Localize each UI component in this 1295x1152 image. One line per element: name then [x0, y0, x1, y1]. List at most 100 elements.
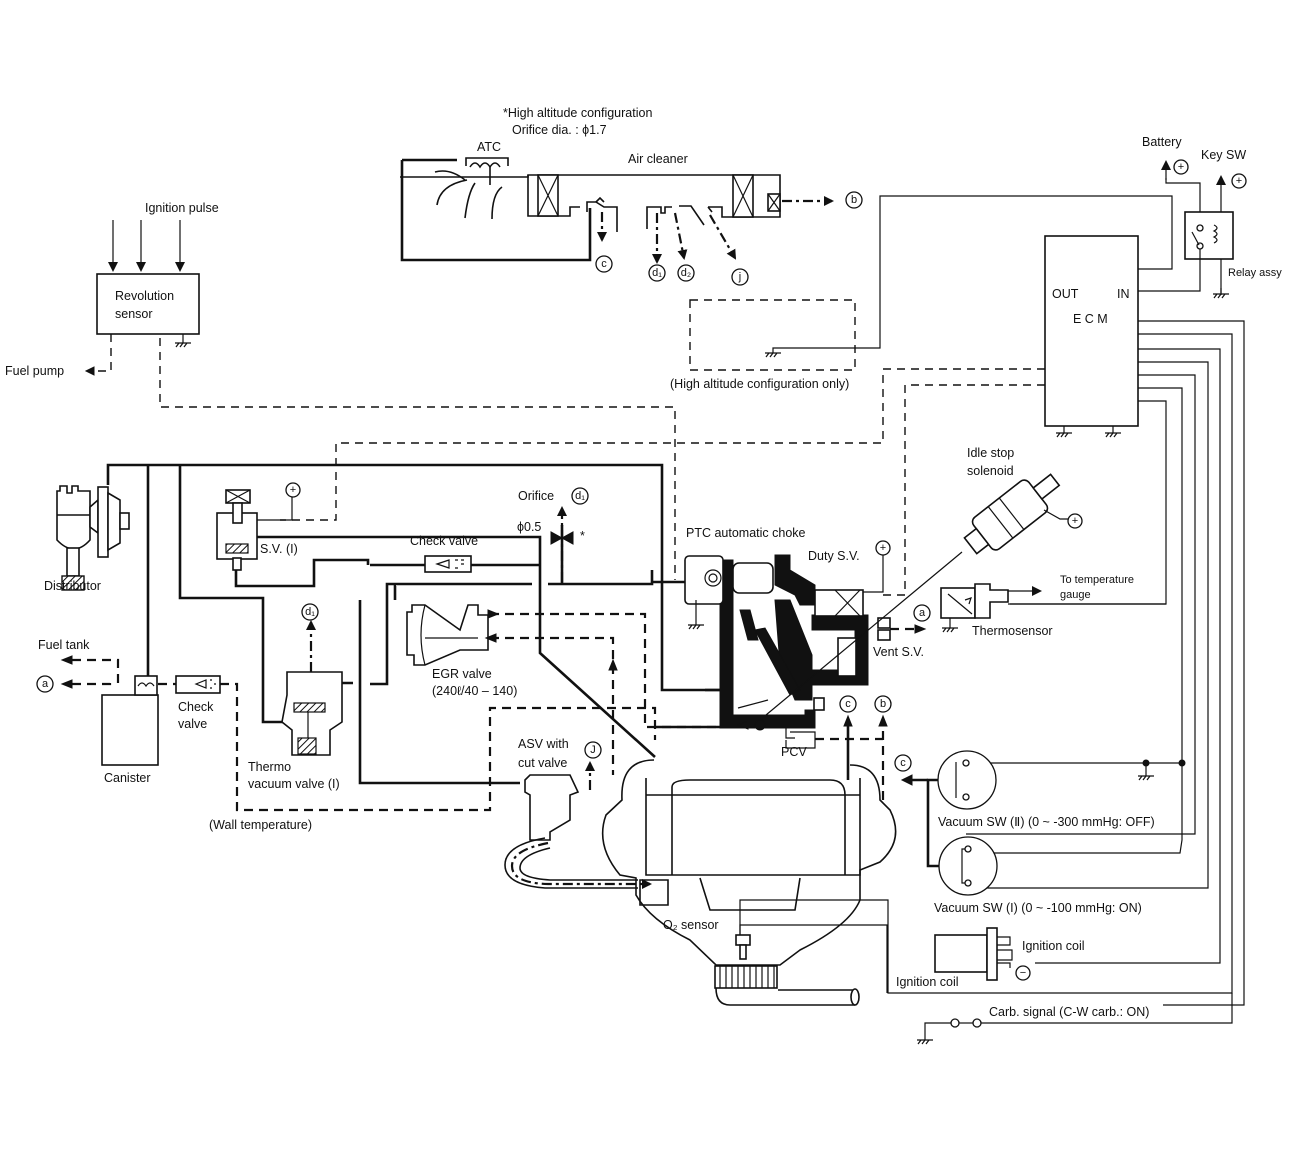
idle-stop-plus-icon: +	[1067, 513, 1083, 529]
atc-label: ATC	[477, 140, 501, 154]
ecm-output-wires	[739, 320, 1245, 1006]
connector-d1-orifice: d₁	[571, 487, 589, 505]
key-sw-plus-icon: +	[1231, 173, 1247, 189]
connector-c-carb: c	[839, 695, 857, 713]
svg-text:*: *	[580, 529, 585, 543]
asv-valve	[504, 761, 652, 889]
fuel-tank-label: Fuel tank	[38, 638, 90, 652]
ecm-high-alt-wire	[772, 195, 1173, 353]
vacuum-sw1-label: Vacuum SW (I) (0 ~ -100 mmHg: ON)	[934, 901, 1142, 915]
svg-text:c: c	[845, 698, 851, 710]
svg-text:d₁: d₁	[575, 490, 585, 502]
distributor-label: Distributor	[44, 579, 101, 593]
air-cleaner: ATC Air cleaner	[400, 140, 834, 264]
vent-sv-label: Vent S.V.	[873, 645, 924, 659]
duty-sv-plus-icon: +	[875, 540, 891, 556]
ground-icon	[765, 352, 781, 358]
idle-stop-label-1: Idle stop	[967, 446, 1014, 460]
idle-stop-label-2: solenoid	[967, 464, 1014, 478]
ecm: OUT IN E C M	[1044, 235, 1139, 438]
egr-hose-lower	[490, 636, 615, 775]
asv-label-2: cut valve	[518, 756, 567, 770]
canister-to-a-hose	[68, 682, 112, 686]
svg-text:+: +	[1178, 161, 1184, 173]
relay-assy	[1138, 211, 1234, 292]
vacuum-sw2-label: Vacuum SW (Ⅱ) (0 ~ -300 mmHg: OFF)	[938, 815, 1155, 829]
svg-text:d₁: d₁	[652, 267, 662, 279]
canister	[101, 694, 159, 766]
relay-assy-label: Relay assy	[1228, 267, 1282, 279]
svg-text:d₁: d₁	[305, 606, 315, 618]
check-valve-left-label-2: valve	[178, 717, 207, 731]
sv1-label: S.V. (I)	[260, 542, 298, 556]
sv1-signal-wire	[280, 368, 1045, 521]
ground-icon	[1213, 288, 1229, 299]
revolution-sensor	[96, 273, 200, 335]
svg-text:a: a	[42, 678, 49, 690]
ignition-coil-label-a: Ignition coil	[1022, 939, 1085, 953]
ptc-choke-label: PTC automatic choke	[686, 526, 806, 540]
to-temp-label-2: gauge	[1060, 589, 1091, 601]
check-valve-top-label: Check valve	[410, 534, 478, 548]
svg-text:b: b	[851, 194, 857, 206]
carb-signal-label: Carb. signal (C-W carb.: ON)	[989, 1005, 1149, 1019]
pcv-valve	[785, 728, 816, 749]
connector-d1-left: d₁	[301, 603, 319, 621]
svg-text:+: +	[880, 542, 886, 554]
duty-sv-label: Duty S.V.	[808, 549, 860, 563]
vacuum-switch-1	[938, 836, 998, 896]
ignition-coil-minus-icon: −	[1015, 965, 1031, 981]
duty-sv-signal-wire	[880, 384, 1045, 596]
battery-label: Battery	[1142, 135, 1182, 149]
pcv-label: PCV	[781, 745, 807, 759]
connector-d2-top: d₂	[677, 264, 695, 282]
fuel-pump-label: Fuel pump	[5, 364, 64, 378]
connector-b-carb: b	[874, 695, 892, 713]
thermosensor-label: Thermosensor	[972, 624, 1053, 638]
egr-valve	[406, 604, 489, 666]
thermo-vv-label-1: Thermo	[248, 760, 291, 774]
check-valve-top	[424, 555, 472, 573]
key-sw-label: Key SW	[1201, 148, 1246, 162]
high-altitude-box	[689, 299, 856, 371]
svg-text:c: c	[601, 258, 607, 270]
svg-text:+: +	[1072, 515, 1078, 527]
thermo-vv-label-2: vacuum valve (I)	[248, 777, 340, 791]
to-temp-label-1: To temperature	[1060, 574, 1134, 586]
connector-b-top: b	[845, 191, 863, 209]
svg-text:−: −	[1020, 967, 1026, 979]
ignition-coil-label-b: Ignition coil	[896, 975, 959, 989]
thermosensor	[940, 583, 1166, 633]
idle-stop-solenoid	[963, 473, 1061, 555]
o2-sensor-label: O₂ sensor	[663, 918, 719, 932]
battery-plus-icon: +	[1173, 159, 1189, 175]
fuel-tank-hose	[68, 658, 120, 683]
distributor	[56, 485, 130, 591]
high-altitude-note: *High altitude configuration	[503, 106, 652, 120]
svg-text:j: j	[738, 271, 741, 283]
sv1-plus-icon: +	[285, 482, 301, 498]
egr-valve-label-2: (240ℓ/40 – 140)	[432, 684, 517, 698]
ecm-out-label: OUT	[1052, 287, 1079, 301]
wall-temperature-hose	[220, 682, 657, 812]
engine	[601, 759, 897, 1006]
asv-label-1: ASV with	[518, 737, 569, 751]
ignition-pulse-label: Ignition pulse	[145, 201, 219, 215]
high-altitude-only-label: (High altitude configuration only)	[670, 377, 849, 391]
connector-a-right: a	[913, 604, 931, 622]
revolution-sensor-label-1: Revolution	[115, 289, 174, 303]
wall-temperature-label: (Wall temperature)	[209, 818, 312, 832]
revolution-sensor-label-2: sensor	[115, 307, 153, 321]
orifice-dia-label: ϕ0.5	[517, 520, 541, 534]
connector-J: J	[584, 741, 602, 759]
carburetor	[719, 554, 869, 731]
connector-c-right: c	[894, 754, 912, 772]
svg-text:J: J	[590, 744, 596, 756]
vent-sv	[877, 617, 891, 629]
connector-a-left: a	[36, 675, 54, 693]
carb-signal-switch	[917, 993, 1233, 1045]
ecm-label: E C M	[1073, 312, 1108, 326]
orifice-dia-note: Orifice dia. : ϕ1.7	[512, 123, 607, 137]
battery-wire	[1165, 178, 1201, 225]
